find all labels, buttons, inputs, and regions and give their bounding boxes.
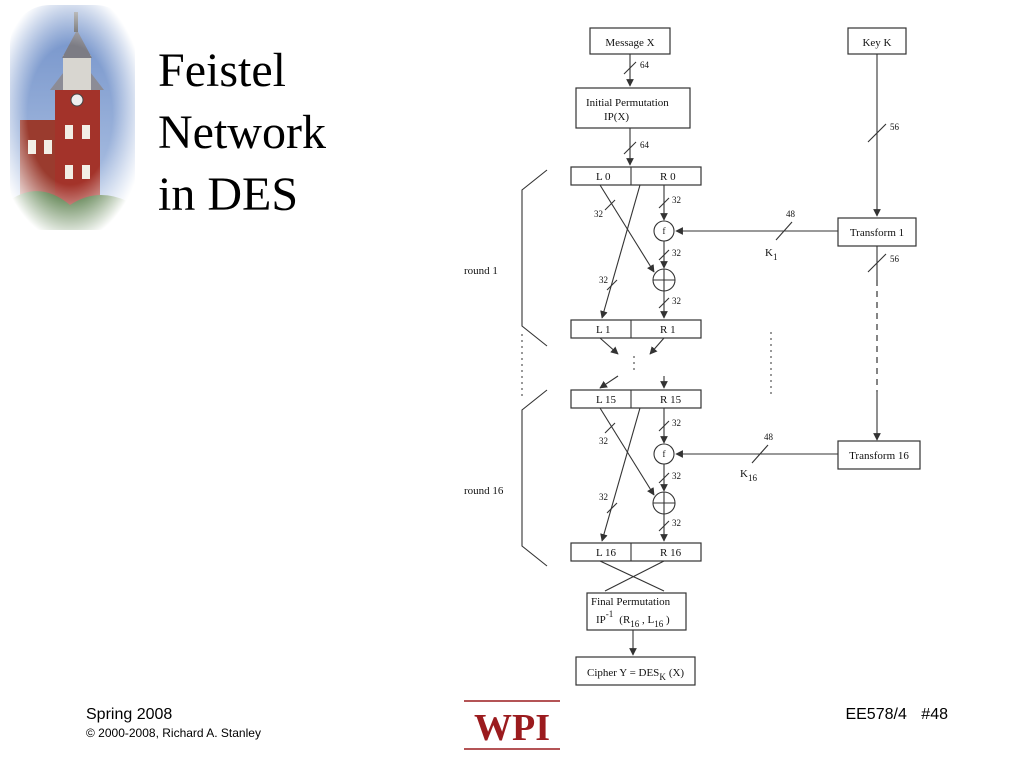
l0-r0-box: L 0 R 0: [570, 166, 702, 186]
bus-tick: [775, 221, 793, 241]
r16-label: R 16: [660, 547, 682, 559]
bus-tick: [658, 520, 670, 532]
slide-title: Feistel Network in DES: [158, 40, 458, 226]
cipher-label: Cipher Y = DESK(X): [587, 667, 684, 682]
swap-line-left: [599, 560, 665, 592]
transform1-box: Transform 1: [837, 217, 917, 247]
final-permutation-box: Final Permutation IP-1(R16 , L16 ): [586, 592, 687, 631]
bus-tick: [604, 422, 616, 434]
message-box: Message X: [589, 27, 671, 55]
f-function-round16: f: [653, 443, 675, 465]
round1-label: round 1: [464, 265, 498, 277]
bit-width-label: 32: [594, 209, 603, 219]
key-label: Key K: [862, 37, 891, 49]
round16-bracket: [521, 389, 548, 567]
r1-label: R 1: [660, 324, 676, 336]
l0-label: L 0: [596, 171, 611, 183]
transform16-label: Transform 16: [849, 450, 909, 462]
bit-width-label: 32: [599, 436, 608, 446]
transform16-box: Transform 16: [837, 440, 921, 470]
l1-r1-box: L 1 R 1: [570, 319, 702, 339]
bus-tick: [658, 297, 670, 309]
bit-width-label: 64: [640, 60, 650, 70]
course-number: EE578/4: [845, 706, 907, 723]
round1-bracket: [521, 169, 548, 347]
svg-text:f: f: [663, 449, 666, 459]
cipher-box: Cipher Y = DESK(X): [575, 656, 696, 686]
bus-tick: [751, 444, 769, 464]
r1-out-arrow: [649, 337, 665, 355]
final-permutation-label: Final Permutation: [591, 596, 671, 608]
initial-permutation-ip: IP(X): [604, 111, 629, 123]
initial-permutation-label: Initial Permutation: [586, 97, 669, 109]
clock-tower-photo: [0, 0, 140, 230]
r15-label: R 15: [660, 394, 682, 406]
r15-to-l16-arrow: [600, 407, 641, 542]
bus-tick: [867, 123, 887, 143]
bus-tick: [867, 253, 887, 273]
bus-tick: [623, 61, 637, 75]
svg-text:f: f: [663, 226, 666, 236]
bit-width-label: 32: [672, 296, 681, 306]
key-box: Key K: [847, 27, 907, 55]
slide-title-line-3: in DES: [158, 168, 299, 221]
bus-tick: [658, 420, 670, 432]
bus-tick: [658, 197, 670, 209]
footer-right: EE578/4 #48: [845, 706, 948, 724]
bit-width-label: 48: [786, 209, 796, 219]
message-label: Message X: [605, 37, 654, 49]
l16-r16-box: L 16 R 16: [570, 542, 702, 562]
bit-width-label: 32: [672, 471, 681, 481]
slide-title-line-1: Feistel: [158, 44, 286, 97]
bus-tick: [623, 141, 637, 155]
footer-copyright: © 2000-2008, Richard A. Stanley: [86, 726, 261, 740]
slide-number: #48: [921, 706, 948, 723]
bus-tick: [658, 249, 670, 261]
l16-label: L 16: [596, 547, 617, 559]
slide-title-line-2: Network: [158, 106, 326, 159]
xor-round1: [652, 268, 676, 292]
wpi-logo: WPI: [464, 700, 560, 750]
bit-width-label: 32: [672, 248, 681, 258]
f-function-round1: f: [653, 220, 675, 242]
round16-label: round 16: [464, 485, 504, 497]
bit-width-label: 32: [672, 518, 681, 528]
r0-to-l1-arrow: [600, 184, 641, 319]
bit-width-label: 32: [599, 275, 608, 285]
l1-label: L 1: [596, 324, 611, 336]
bus-tick: [606, 502, 618, 514]
footer-left: Spring 2008 © 2000-2008, Richard A. Stan…: [86, 706, 261, 740]
des-feistel-diagram: Message X 64 Key K 56 Initial Permutatio…: [464, 27, 921, 686]
swap-line-right: [604, 560, 665, 592]
footer-term: Spring 2008: [86, 706, 173, 723]
bit-width-label: 64: [640, 140, 650, 150]
bus-tick: [606, 279, 618, 291]
k16-label: K16: [740, 468, 757, 483]
l1-out-arrow: [599, 337, 619, 355]
l15-label: L 15: [596, 394, 617, 406]
bus-tick: [658, 472, 670, 484]
bit-width-label: 32: [599, 492, 608, 502]
svg-text:WPI: WPI: [474, 707, 550, 749]
transform1-label: Transform 1: [850, 227, 904, 239]
xor-round16: [652, 491, 676, 515]
initial-permutation-box: Initial Permutation IP(X): [575, 87, 691, 129]
bit-width-label: 56: [890, 122, 900, 132]
bit-width-label: 32: [672, 418, 681, 428]
l15-r15-box: L 15 R 15: [570, 389, 702, 409]
bit-width-label: 48: [764, 432, 774, 442]
bit-width-label: 32: [672, 195, 681, 205]
k1-label: K1: [765, 247, 777, 262]
final-permutation-formula: IP-1(R16 , L16 ): [596, 609, 670, 629]
r0-label: R 0: [660, 171, 676, 183]
bit-width-label: 56: [890, 254, 900, 264]
bus-tick: [604, 199, 616, 211]
l15-in-arrow: [599, 375, 619, 389]
